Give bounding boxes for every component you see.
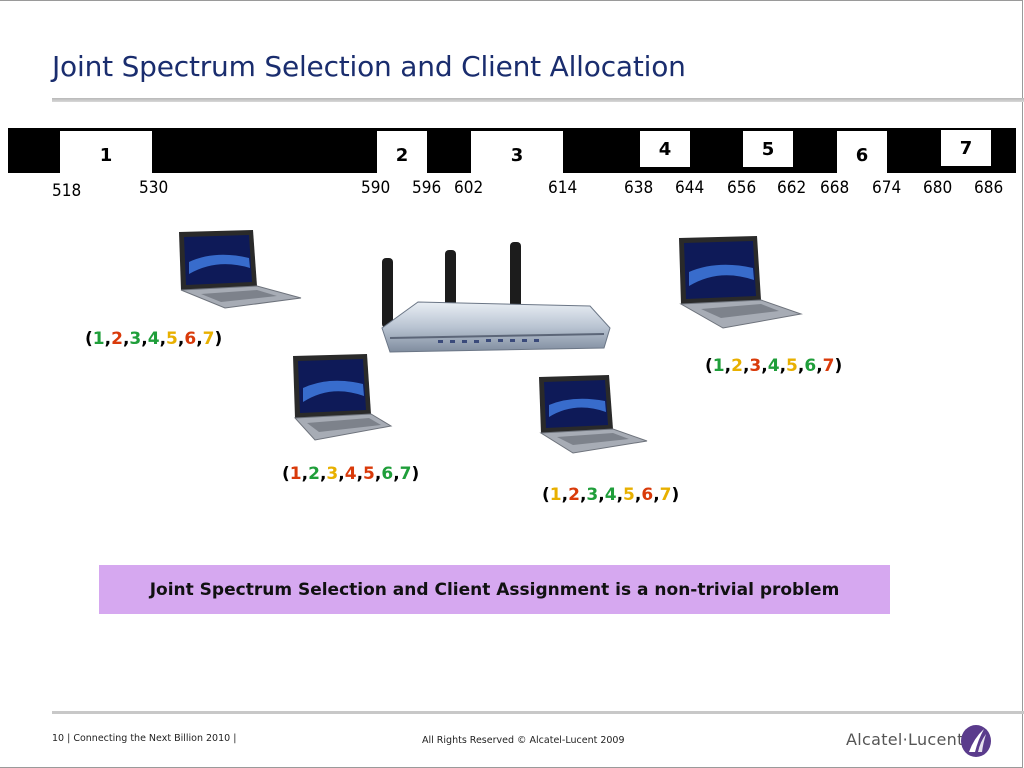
laptop-icon [539,375,648,454]
channel-number: 3 [586,485,599,505]
client-channel-list: (1,2,3,4,5,6,7) [85,329,223,349]
channel-number: 4 [147,329,160,349]
channel-number: 1 [289,464,302,484]
client-channel-list: (1,2,3,4,5,6,7) [282,464,420,484]
channel-4: 4 [640,131,690,167]
channel-number: 6 [804,356,817,376]
laptop-icon [179,230,302,309]
footer-copyright: All Rights Reserved © Alcatel-Lucent 200… [422,735,625,746]
channel-number: 5 [363,464,375,484]
channel-number: 6 [184,329,197,349]
freq-label: 530 [139,178,169,198]
channel-number: 2 [308,464,320,484]
channel-number: 3 [326,464,339,484]
spectrum-band: 1 2 3 4 5 6 7 [8,128,1016,173]
alcatel-lucent-logo-icon [961,725,991,757]
freq-label: 686 [974,178,1004,198]
client-channel-list: (1,2,3,4,5,6,7) [705,356,843,376]
channel-number: 1 [712,356,725,376]
freq-label: 590 [361,178,391,198]
freq-label: 638 [624,178,654,198]
freq-label: 656 [727,178,757,198]
channel-number: 6 [641,485,654,505]
freq-label: 644 [675,178,705,198]
channel-2: 2 [377,131,427,173]
title-divider [52,98,1024,102]
company-logo-text: Alcatel·Lucent [846,730,964,749]
freq-label: 674 [872,178,902,198]
channel-number: 7 [659,485,672,505]
freq-label: 602 [454,178,484,198]
channel-number: 6 [381,464,394,484]
footer-divider [52,711,1024,714]
channel-7: 7 [941,130,991,166]
channel-number: 2 [568,485,580,505]
channel-number: 1 [549,485,562,505]
freq-label: 614 [548,178,578,198]
laptop-icon [679,236,803,329]
client-channel-list: (1,2,3,4,5,6,7) [542,485,680,505]
channel-number: 7 [399,464,412,484]
channel-number: 4 [767,356,780,376]
problem-statement-box: Joint Spectrum Selection and Client Assi… [99,565,890,614]
channel-number: 3 [129,329,142,349]
channel-3: 3 [471,131,563,173]
wireless-router-icon [381,242,611,353]
channel-number: 7 [822,356,835,376]
channel-number: 2 [111,329,123,349]
footer-page-info: 10 | Connecting the Next Billion 2010 | [52,733,237,744]
freq-label: 596 [412,178,442,198]
channel-number: 5 [166,329,178,349]
channel-number: 4 [344,464,357,484]
slide-title: Joint Spectrum Selection and Client Allo… [52,50,686,83]
freq-label: 668 [820,178,850,198]
channel-number: 3 [749,356,762,376]
channel-number: 2 [731,356,743,376]
laptop-icon [293,354,393,441]
channel-6: 6 [837,131,887,173]
channel-1: 1 [60,131,152,173]
freq-label: 518 [52,181,82,201]
freq-label: 680 [923,178,953,198]
problem-statement-text: Joint Spectrum Selection and Client Assi… [149,579,840,600]
channel-number: 7 [202,329,215,349]
channel-number: 4 [604,485,617,505]
freq-label: 662 [777,178,807,198]
channel-5: 5 [743,131,793,167]
channel-number: 5 [623,485,635,505]
channel-number: 1 [92,329,105,349]
channel-number: 5 [786,356,798,376]
